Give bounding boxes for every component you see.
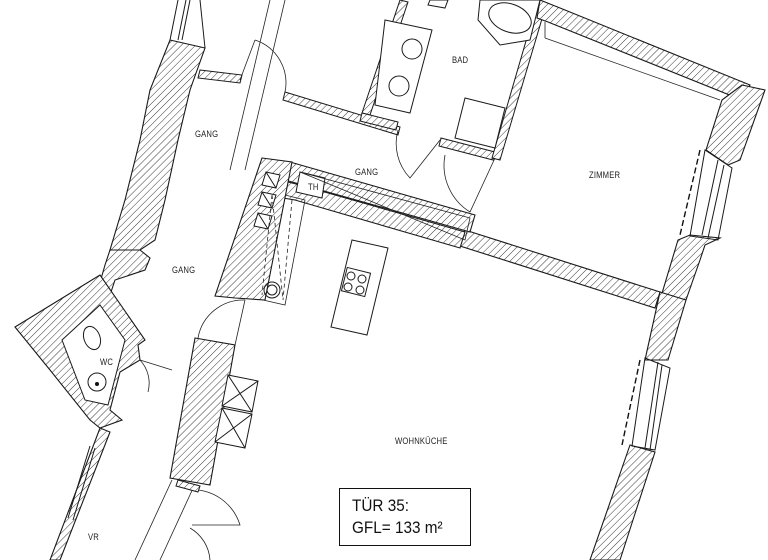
radiator-zimmer: [544, 22, 721, 101]
vr-right-line: [134, 479, 196, 560]
kitchen-dash: [261, 194, 293, 301]
wall-bad-bottom-left: [359, 112, 399, 131]
vanity-counter: [374, 19, 433, 114]
room-label-gang-upper: GANG: [195, 129, 219, 139]
unit-floor-area: GFL= 133 m²: [352, 518, 443, 537]
door-entrance: [189, 489, 241, 560]
door-bottom-stub: [175, 479, 201, 493]
wall-zimmer-top: [536, 0, 751, 101]
window-zimmer-sill: [679, 149, 701, 236]
kitchen-sink-counter: [262, 194, 306, 306]
storage-box-2: [214, 407, 253, 449]
door-bad: [395, 129, 441, 179]
wall-zimmer-right-lower: [659, 234, 723, 301]
wall-wohnkueche-right: [644, 291, 687, 361]
gang-edge: [229, 0, 286, 171]
stove: [340, 266, 372, 298]
window-wohnkueche-sill: [621, 359, 641, 446]
stove-burner: [343, 282, 353, 292]
bathtub-inner: [488, 2, 532, 34]
wall-zimmer-wohnkueche: [459, 229, 661, 309]
door-gang-central: [197, 299, 246, 346]
drain-icon: [95, 382, 99, 386]
door-upper-gang: [239, 39, 287, 93]
wall-shaft-column: [214, 157, 293, 301]
sink-circle-inner: [266, 284, 278, 296]
wc-room-floor: [61, 304, 126, 406]
wall-zimmer-right: [705, 84, 766, 166]
th-cabinet: [295, 171, 326, 199]
wall-vr-left: [49, 427, 111, 560]
door-zimmer: [443, 154, 496, 213]
door-wc: [139, 359, 173, 393]
exterior-wall-left-upper: [109, 39, 206, 251]
room-label-gang-left: GANG: [172, 265, 196, 275]
bathtub: [477, 0, 541, 46]
window-zimmer: [689, 149, 733, 241]
window-top-left: [169, 0, 206, 49]
window-wohnkueche: [631, 357, 671, 451]
th-diagonal: [299, 171, 471, 241]
toilet-icon: [82, 325, 102, 351]
shower-tray: [454, 97, 506, 149]
stove-burner: [355, 285, 365, 295]
wall-bad-bottom-right: [438, 137, 496, 161]
sink-1: [401, 38, 423, 60]
wall-stub-upper-gang: [197, 69, 243, 84]
room-label-bad: BAD: [452, 55, 469, 65]
room-label-wc: WC: [100, 357, 114, 367]
storage-box-1: [221, 374, 259, 413]
sink-circle: [263, 281, 281, 299]
unit-door-number: TÜR 35:: [352, 496, 409, 515]
wall-wohnkueche-right-lower: [589, 444, 656, 560]
unit-info-box: TÜR 35: GFL= 133 m²: [339, 488, 471, 546]
room-label-vr: VR: [88, 532, 99, 542]
room-label-gang-middle: GANG: [355, 167, 379, 177]
window-vr: [67, 445, 96, 521]
room-label-wohnkueche: WOHNKÜCHE: [395, 436, 448, 446]
room-label-zimmer: ZIMMER: [589, 170, 621, 180]
stove-burner: [357, 274, 367, 284]
sink-2: [388, 75, 410, 97]
stove-burner: [346, 271, 356, 281]
top-left-fixture: [427, 0, 449, 9]
shaft-box-3: [253, 212, 273, 230]
room-label-th: TH: [308, 182, 319, 192]
wall-central-column: [169, 337, 236, 486]
shaft-box-1: [261, 171, 281, 189]
